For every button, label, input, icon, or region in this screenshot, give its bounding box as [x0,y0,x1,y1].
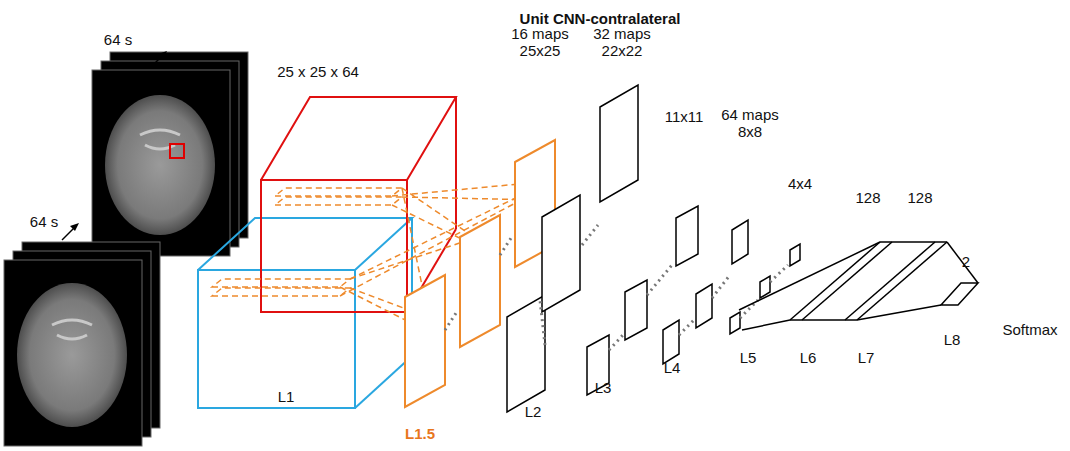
feature-map [542,195,580,312]
feature-map [625,280,647,340]
map-count-label: 32 maps 22x22 [589,25,655,60]
duration-label: 64 s [104,31,132,48]
map-size-label: 11x11 [665,108,704,125]
ellipsis-dots [445,225,788,350]
map-count-label: 64 maps 8x8 [717,106,783,141]
feature-map [460,215,500,347]
mri-stack-bottom [4,223,160,446]
patch-size-label: 25 x 25 x 64 [277,63,359,80]
ellipsis-dots [770,265,788,282]
feature-map [663,320,679,364]
layer-name: L3 [595,379,612,396]
mri-stack-top [92,51,248,256]
output-label: Softmax [1002,321,1057,338]
layer-name: L2 [525,403,542,420]
ellipsis-dots [609,335,623,350]
ellipsis-dots [445,310,458,330]
feature-map [696,284,712,328]
layer-name: L5 [740,349,757,366]
feature-map [507,295,545,412]
unit-count-label: 128 [907,189,932,206]
ellipsis-dots [712,275,730,298]
unit-count-label: 128 [855,189,880,206]
duration-label: 64 s [30,213,58,230]
fully-connected-layers [739,242,978,330]
map-count-label: 16 maps 25x25 [507,25,573,60]
ellipsis-dots [679,320,694,335]
feature-map [730,312,740,334]
ellipsis-dots [500,235,513,255]
layer-name: L8 [944,331,961,348]
feature-map [732,220,748,264]
layer-name: L1 [278,388,295,405]
diagram-title: Unit CNN-contralateral [520,10,681,27]
layer-name: L4 [664,359,681,376]
ellipsis-dots [647,265,672,295]
layer-name: L7 [858,349,875,366]
feature-map [600,85,638,202]
map-size-label: 4x4 [788,175,812,192]
unit-count-label: 2 [962,253,970,270]
feature-map [676,206,698,266]
feature-map [790,244,800,266]
feature-map [405,275,445,407]
feature-map [760,276,770,298]
ellipsis-dots [540,300,545,345]
layer-name: L6 [800,349,817,366]
conv-feature-maps [507,85,800,412]
layer-name: L1.5 [405,425,435,442]
ellipsis-dots [582,225,598,245]
